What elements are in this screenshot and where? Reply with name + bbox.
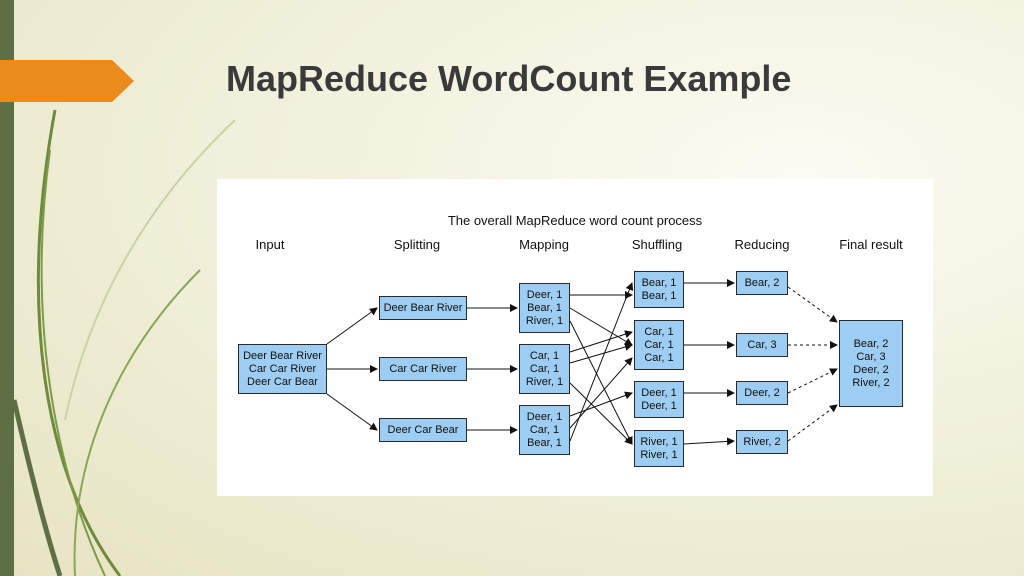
flow-arrow [326,393,378,431]
diagram-title: The overall MapReduce word count process [447,213,703,228]
map-pair: Deer, 1 [526,410,563,423]
shuffle-pair: River, 1 [640,435,678,448]
flow-arrow [569,343,633,364]
flow-arrow [569,357,633,429]
map-box: Car, 1 Car, 1 River, 1 [519,344,570,394]
flow-arrow [569,307,633,346]
flow-arrow [787,404,838,442]
reduce-box: River, 2 [736,430,788,454]
left-accent-bar [0,0,14,576]
reduce-box: Deer, 2 [736,381,788,405]
arrow-layer [326,279,838,446]
reduce-box: Bear, 2 [736,271,788,295]
stage-label-splitting: Splitting [393,237,441,252]
input-line: Deer Bear River [243,349,322,362]
slide-title: MapReduce WordCount Example [226,58,792,99]
reduce-pair: Bear, 2 [744,276,780,289]
reduce-pair: Car, 3 [747,338,777,351]
shuffle-pair: Car, 1 [644,338,674,351]
final-result-box: Bear, 2 Car, 3 Deer, 2 River, 2 [839,320,903,407]
map-pair: River, 1 [525,314,564,327]
flow-arrow [569,391,633,417]
flow-arrow [683,437,735,446]
shuffle-box: Car, 1 Car, 1 Car, 1 [634,320,684,370]
split-text: Deer Car Bear [387,423,459,436]
final-pair: Bear, 2 [853,337,889,350]
map-pair: Car, 1 [529,362,560,375]
map-pair: River, 1 [525,375,564,388]
map-pair: Car, 1 [529,423,560,436]
reduce-pair: River, 2 [743,435,781,448]
flow-arrow [787,368,838,394]
decorative-swoosh [11,109,236,576]
map-pair: Bear, 1 [527,301,562,314]
map-box: Deer, 1 Bear, 1 River, 1 [519,283,570,333]
shuffle-pair: Deer, 1 [641,399,677,412]
title-accent-tab [0,60,134,102]
split-box: Deer Bear River [379,296,467,320]
input-line: Car Car River [248,362,317,375]
reduce-box: Car, 3 [736,333,788,357]
shuffle-box: Bear, 1 Bear, 1 [634,271,684,308]
stage-label-input: Input [255,237,285,252]
split-text: Car Car River [389,362,457,375]
reduce-pair: Deer, 2 [744,386,780,399]
split-text: Deer Bear River [383,301,463,314]
shuffle-pair: Bear, 1 [641,276,677,289]
shuffle-pair: Bear, 1 [641,289,677,302]
flow-arrow [326,307,378,345]
flow-arrow [787,286,838,323]
final-pair: Deer, 2 [853,363,889,376]
flow-arrow [569,282,634,442]
map-box: Deer, 1 Car, 1 Bear, 1 [519,405,570,455]
map-pair: Bear, 1 [527,436,562,449]
shuffle-box: River, 1 River, 1 [634,430,684,467]
map-pair: Deer, 1 [526,288,563,301]
flow-arrow [569,330,633,353]
stage-label-reducing: Reducing [734,237,790,252]
shuffle-pair: Car, 1 [644,325,674,338]
shuffle-pair: River, 1 [640,448,678,461]
shuffle-pair: Deer, 1 [641,386,677,399]
shuffle-pair: Car, 1 [644,351,674,364]
stage-label-mapping: Mapping [519,237,569,252]
input-line: Deer Car Bear [247,375,318,388]
map-pair: Car, 1 [529,349,560,362]
flow-arrow [569,320,633,445]
final-pair: River, 2 [852,376,890,389]
stage-label-shuffling: Shuffling [631,237,683,252]
final-pair: Car, 3 [856,350,886,363]
stage-label-final-result: Final result [839,237,903,252]
shuffle-box: Deer, 1 Deer, 1 [634,381,684,418]
diagram-panel: The overall MapReduce word count process… [217,179,933,496]
flow-arrow [569,382,633,445]
split-box: Deer Car Bear [379,418,467,442]
input-box: Deer Bear River Car Car River Deer Car B… [238,344,327,394]
split-box: Car Car River [379,357,467,381]
